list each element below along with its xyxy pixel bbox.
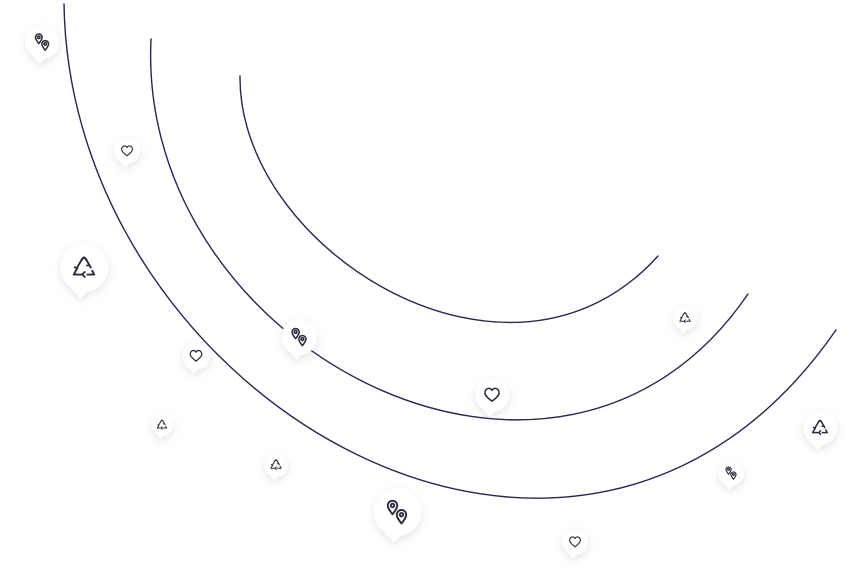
location-pins-marker-bottom	[373, 487, 422, 543]
location-pins-marker-right	[718, 459, 745, 490]
location-pins-marker-center	[281, 318, 318, 361]
recycle-marker-far-right	[803, 410, 838, 450]
marker-bubble	[114, 137, 141, 168]
marker-bubble	[475, 377, 510, 417]
marker-bubble	[182, 341, 211, 374]
recycle-marker-right-inner	[673, 305, 698, 334]
heart-marker-left	[182, 341, 211, 374]
location-pins-marker-top-left	[25, 24, 60, 64]
arcs-group	[63, 3, 837, 499]
heart-marker-center	[475, 377, 510, 417]
markers-group	[25, 24, 838, 559]
arc-inner	[239, 75, 659, 324]
recycle-marker-bottom-left	[264, 452, 289, 481]
arc-outer	[63, 3, 837, 499]
recycle-marker-left	[60, 243, 109, 299]
arc-middle	[150, 38, 749, 421]
marker-bubble	[562, 528, 589, 559]
recycle-marker-small-left	[151, 413, 174, 440]
heart-marker-upper-left	[114, 137, 141, 168]
heart-marker-bottom	[562, 528, 589, 559]
